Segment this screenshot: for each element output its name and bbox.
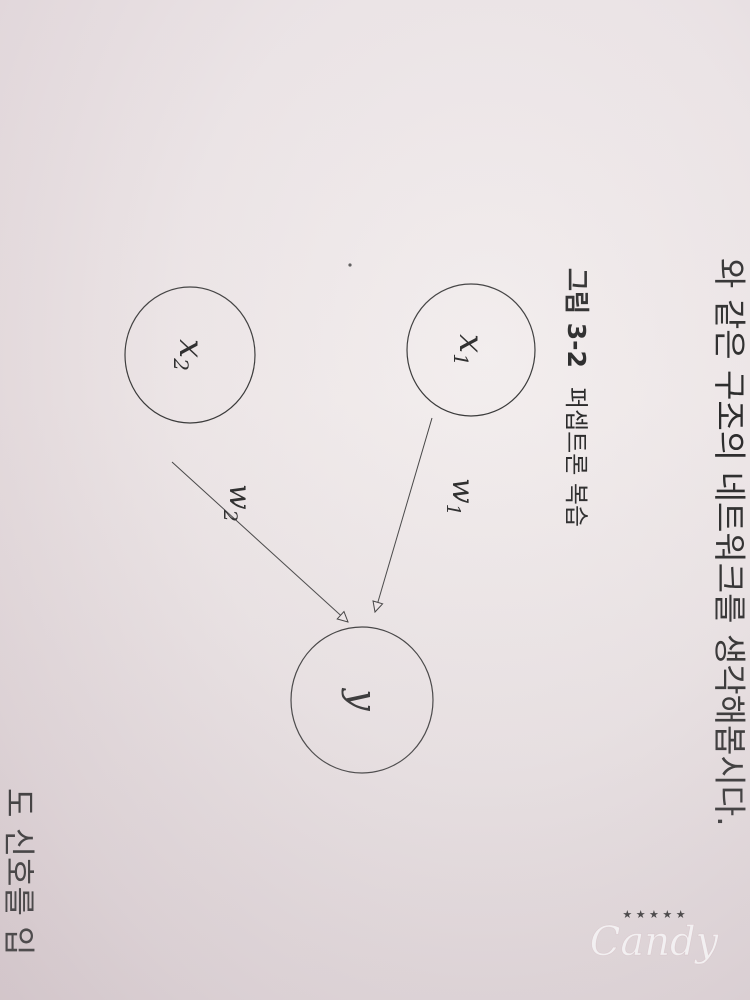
figure-caption-text: 퍼셉트론 복습: [562, 387, 590, 527]
weight-w2-subscript: 2: [219, 509, 241, 522]
node-x2-label: x: [171, 339, 211, 358]
node-x1-subscript: 1: [449, 353, 473, 366]
rotated-page: 와 같은 구조의 네트워크를 생각해봅시다. 그림 3-2 퍼셉트론 복습 x1…: [0, 258, 749, 956]
node-x1-circle: [406, 283, 536, 417]
svg-text:x2: x2: [169, 339, 211, 371]
watermark: ★ ★ ★ ★ ★ Candy: [589, 908, 720, 965]
figure-caption: 그림 3-2 퍼셉트론 복습: [562, 268, 591, 527]
edge-x1-to-y: [375, 417, 433, 612]
figure-label: 그림 3-2: [562, 268, 591, 368]
node-x2-circle: [124, 286, 256, 424]
node-y: y: [290, 626, 434, 774]
weight-w1-label: w: [445, 478, 480, 504]
node-x1-label: x: [451, 334, 491, 353]
edge-x2-to-y: [171, 461, 348, 622]
svg-text:x1: x1: [449, 334, 491, 366]
svg-text:w2: w2: [219, 484, 257, 522]
body-text-top: 와 같은 구조의 네트워크를 생각해봅시다.: [710, 258, 749, 827]
svg-text:w1: w1: [442, 478, 480, 516]
node-x2: x2: [124, 286, 256, 424]
node-y-label: y: [341, 687, 385, 711]
node-y-circle: [290, 626, 434, 774]
watermark-text: Candy: [590, 919, 720, 965]
ink-speck: [348, 263, 352, 267]
node-x2-subscript: 2: [169, 357, 193, 371]
body-text-bottom: 도 신호를 입: [0, 788, 38, 956]
weight-w2-label: w: [222, 484, 257, 510]
watermark-stars-icon: ★ ★ ★ ★ ★: [622, 908, 685, 921]
weight-w1-subscript: 1: [442, 504, 464, 516]
node-x1: x1: [406, 283, 536, 417]
